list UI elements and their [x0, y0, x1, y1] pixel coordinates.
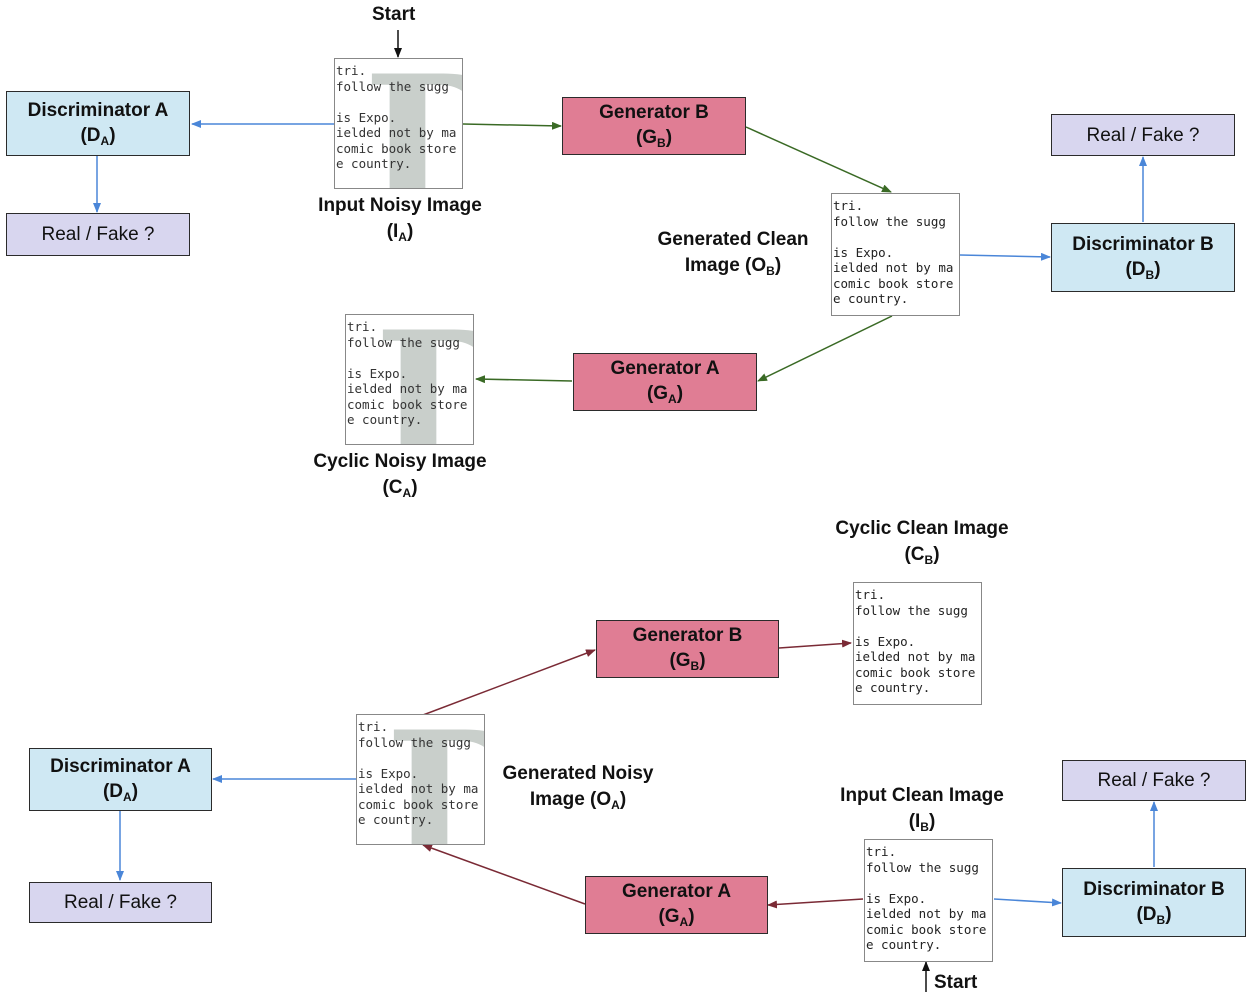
arrow-generated-clean-to-disc-b — [959, 252, 1051, 261]
arrow-gen-a-to-generated-noisy — [422, 844, 586, 905]
discriminator-a-bottom-name: Discriminator A — [50, 755, 191, 777]
discriminator-b-bottom-name: Discriminator B — [1083, 878, 1225, 900]
arrow-generated-clean-to-gen-a — [757, 315, 893, 382]
real-fake-box-bottom-left: Real / Fake ? — [29, 882, 212, 923]
input-clean-image-label: Input Clean Image (IB) — [840, 785, 1004, 834]
document-text-lines: tri. follow the sugg is Expo. ielded not… — [866, 844, 987, 952]
discriminator-b-top: Discriminator B (DB) — [1051, 223, 1235, 292]
arrow-gen-a-to-cyclic-noisy — [475, 375, 573, 384]
discriminator-a-top-symbol: D — [86, 124, 101, 146]
generator-b-bottom-name: Generator B — [632, 625, 743, 646]
generator-a-top-name: Generator A — [610, 358, 720, 379]
start-label-bottom: Start — [934, 972, 978, 993]
arrow-generated-noisy-to-gen-b — [422, 649, 596, 716]
real-fake-text: Real / Fake ? — [1097, 770, 1211, 791]
generator-b-bottom: Generator B (GB) — [596, 620, 779, 678]
generated-noisy-image-label: Generated Noisy Image (OA) — [502, 763, 654, 812]
start-label-top: Start — [372, 4, 416, 25]
real-fake-box-top-left: Real / Fake ? — [6, 213, 190, 256]
cyclic-noisy-image-label: Cyclic Noisy Image (CA) — [313, 451, 487, 500]
generator-a-bottom: Generator A (GA) — [585, 876, 768, 934]
generated-clean-image-label: Generated Clean Image (OB) — [657, 229, 809, 278]
cyclic-clean-image-label: Cyclic Clean Image (CB) — [835, 518, 1009, 567]
input-clean-image-thumb: tri. follow the sugg is Expo. ielded not… — [864, 839, 993, 962]
arrow-input-to-gen-b — [462, 121, 562, 130]
document-text-lines: tri. follow the sugg is Expo. ielded not… — [358, 719, 479, 827]
arrow-input-clean-to-gen-a — [767, 898, 864, 909]
real-fake-text: Real / Fake ? — [41, 224, 155, 245]
discriminator-a-top-name: Discriminator A — [27, 99, 169, 121]
generated-noisy-image-thumb: D tri. follow the sugg is Expo. ielded n… — [356, 714, 485, 845]
generator-b-top-name: Generator B — [599, 102, 709, 123]
cyclic-clean-image-thumb: tri. follow the sugg is Expo. ielded not… — [853, 582, 982, 705]
subscript-a: A — [100, 133, 110, 148]
real-fake-box-bottom-right: Real / Fake ? — [1062, 760, 1246, 801]
input-noisy-image-thumb: D tri. follow the sugg is Expo. ielded n… — [334, 58, 463, 189]
real-fake-box-top-right: Real / Fake ? — [1051, 114, 1235, 156]
generator-a-bottom-name: Generator A — [621, 881, 732, 902]
discriminator-b-bottom: Discriminator B (DB) — [1062, 868, 1246, 937]
document-text-lines: tri. follow the sugg is Expo. ielded not… — [336, 63, 457, 171]
real-fake-text: Real / Fake ? — [64, 892, 177, 913]
generator-a-top: Generator A (GA) — [573, 353, 757, 411]
document-text-lines: tri. follow the sugg is Expo. ielded not… — [347, 319, 468, 427]
discriminator-b-top-name: Discriminator B — [1072, 233, 1214, 255]
document-text-lines: tri. follow the sugg is Expo. ielded not… — [855, 587, 976, 695]
cyclic-noisy-image-thumb: D tri. follow the sugg is Expo. ielded n… — [345, 314, 474, 445]
input-noisy-image-label: Input Noisy Image (IA) — [318, 195, 482, 244]
document-text-lines: tri. follow the sugg is Expo. ielded not… — [833, 198, 954, 306]
arrow-gen-b-to-generated-clean — [745, 126, 892, 193]
arrow-input-clean-to-disc-b — [993, 898, 1062, 907]
discriminator-a-bottom: Discriminator A (DA) — [29, 748, 212, 811]
arrow-gen-b-to-cyclic-clean — [778, 639, 852, 649]
discriminator-a-top: Discriminator A (DA) — [6, 91, 190, 156]
real-fake-text: Real / Fake ? — [1086, 124, 1200, 146]
generator-b-top: Generator B (GB) — [562, 97, 746, 155]
generated-clean-image-thumb: tri. follow the sugg is Expo. ielded not… — [831, 193, 960, 316]
